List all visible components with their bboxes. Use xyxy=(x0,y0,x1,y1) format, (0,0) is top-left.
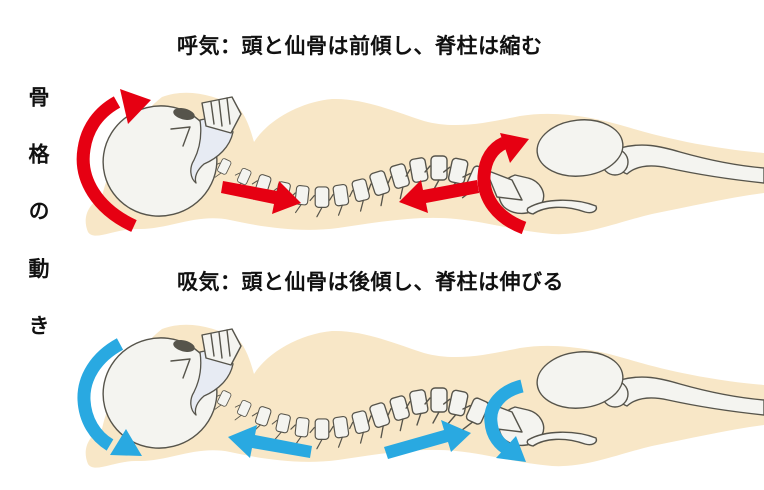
inhale-title: 吸気：頭と仙骨は後傾し、脊柱は伸びる xyxy=(177,271,564,294)
inhale-spine-arrow-left xyxy=(228,425,312,458)
exhale-sacrum-tilt-arrow xyxy=(477,137,527,235)
exhale-title: 呼気：頭と仙骨は前傾し、脊柱は縮む xyxy=(177,35,543,58)
exhale-head-tilt-arrow xyxy=(76,96,137,232)
exhale-sacrum-arrowhead xyxy=(500,133,529,163)
inhale-spine-arrow-right xyxy=(384,420,471,459)
inhale-figure xyxy=(77,325,764,468)
exhale-spine-arrow-left xyxy=(399,180,479,213)
inhale-sacrum-arrowhead xyxy=(496,436,526,462)
inhale-sacrum-tilt-arrow xyxy=(484,379,524,456)
exhale-arrows xyxy=(76,89,529,235)
exhale-spine-arrow-right xyxy=(221,181,301,214)
exhale-figure xyxy=(76,89,764,236)
inhale-arrows xyxy=(77,338,526,462)
exhale-head-arrowhead xyxy=(120,89,151,124)
inhale-head-tilt-arrow xyxy=(77,338,124,451)
side-label: 骨格の動き xyxy=(26,86,49,372)
inhale-head-arrowhead xyxy=(110,429,142,456)
